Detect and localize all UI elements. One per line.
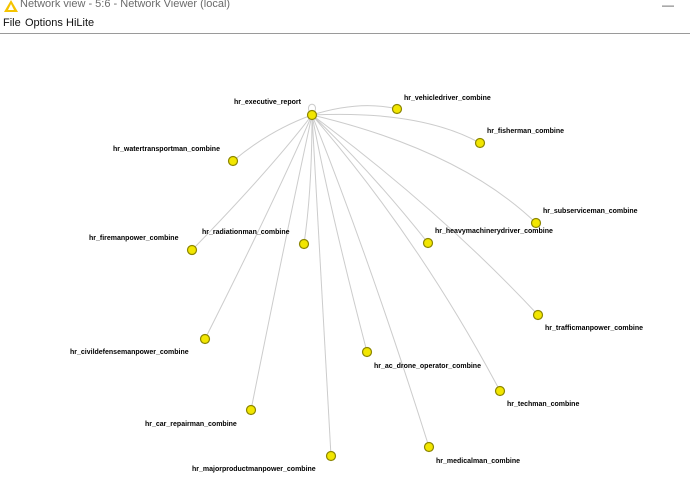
minimize-button[interactable]: — (662, 0, 674, 12)
edge (232, 114, 313, 162)
node-label: hr_car_repairman_combine (145, 421, 237, 428)
node-circle[interactable] (423, 441, 435, 453)
node-hr-techman-combine[interactable]: hr_techman_combine (494, 385, 580, 409)
node-hr-watertransportman-combine[interactable]: hr_watertransportman_combine (113, 146, 239, 167)
node-label: hr_heavymachinerydriver_combine (435, 228, 553, 235)
node-hr-civildefensemanpower-combine[interactable]: hr_civildefensemanpower_combine (70, 333, 211, 357)
edge (250, 114, 313, 411)
edge (311, 114, 332, 457)
node-hr-majorproductmanpower-combine[interactable]: hr_majorproductmanpower_combine (192, 450, 337, 474)
app-warning-icon (4, 0, 18, 12)
network-canvas[interactable]: hr_executive_report hr_vehicledriver_comb… (0, 34, 690, 496)
node-label: hr_ac_drone_operator_combine (374, 363, 481, 370)
node-circle[interactable] (245, 404, 257, 416)
edge (311, 114, 368, 353)
node-hr-car-repairman-combine[interactable]: hr_car_repairman_combine (145, 404, 257, 429)
node-label: hr_civildefensemanpower_combine (70, 349, 189, 356)
node-label: hr_executive_report (234, 99, 302, 106)
edge (311, 105, 398, 116)
node-hr-heavymachinerydriver-combine[interactable]: hr_heavymachinerydriver_combine (422, 228, 553, 249)
node-label: hr_trafficmanpower_combine (545, 325, 643, 332)
title-bar: Network view - 5:6 - Network Viewer (loc… (0, 0, 690, 14)
node-label: hr_radiationman_combine (202, 229, 290, 236)
node-hr-medicalman-combine[interactable]: hr_medicalman_combine (423, 441, 521, 466)
node-label: hr_fisherman_combine (487, 128, 564, 135)
edge (311, 114, 539, 316)
edge-layer (191, 103, 539, 457)
node-label: hr_majorproductmanpower_combine (192, 466, 316, 473)
node-hr-trafficmanpower-combine[interactable]: hr_trafficmanpower_combine (532, 309, 644, 333)
edge-root-loop (308, 103, 316, 112)
node-circle[interactable] (530, 217, 542, 229)
node-label: hr_techman_combine (507, 401, 579, 408)
edge (303, 114, 313, 245)
node-circle[interactable] (494, 385, 506, 397)
edge (311, 114, 429, 244)
node-label: hr_subserviceman_combine (543, 208, 638, 215)
node-label: hr_watertransportman_combine (113, 146, 220, 153)
edge (204, 114, 313, 340)
menu-options[interactable]: Options (25, 17, 63, 29)
menu-file[interactable]: File (3, 17, 21, 29)
menu-hilite[interactable]: HiLite (66, 17, 95, 29)
node-circle[interactable] (186, 244, 198, 256)
edge (311, 114, 501, 392)
window-title: Network view - 5:6 - Network Viewer (loc… (20, 0, 231, 10)
node-circle[interactable] (325, 450, 337, 462)
menu-bar: File Options HiLite (0, 15, 690, 34)
node-hr-subserviceman-combine[interactable]: hr_subserviceman_combine (530, 208, 638, 229)
node-circle[interactable] (422, 237, 434, 249)
node-hr-vehicledriver-combine[interactable]: hr_vehicledriver_combine (391, 95, 491, 115)
edge (311, 114, 537, 224)
node-hr-ac-drone-operator-combine[interactable]: hr_ac_drone_operator_combine (361, 346, 482, 371)
node-label: hr_medicalman_combine (436, 458, 520, 465)
node-label: hr_vehicledriver_combine (404, 95, 491, 102)
edge (191, 114, 313, 251)
node-label: hr_firemanpower_combine (89, 235, 179, 242)
node-root[interactable]: hr_executive_report (234, 99, 318, 121)
node-circle[interactable] (391, 103, 403, 115)
node-circle[interactable] (199, 333, 211, 345)
node-circle[interactable] (306, 109, 318, 121)
edge (311, 113, 481, 144)
node-hr-firemanpower-combine[interactable]: hr_firemanpower_combine (89, 235, 198, 256)
node-circle[interactable] (532, 309, 544, 321)
node-circle[interactable] (361, 346, 373, 358)
node-hr-radiationman-combine[interactable]: hr_radiationman_combine (202, 229, 310, 250)
edge (311, 114, 430, 448)
node-circle[interactable] (227, 155, 239, 167)
node-circle[interactable] (474, 137, 486, 149)
node-circle[interactable] (298, 238, 310, 250)
node-hr-fisherman-combine[interactable]: hr_fisherman_combine (474, 128, 565, 149)
